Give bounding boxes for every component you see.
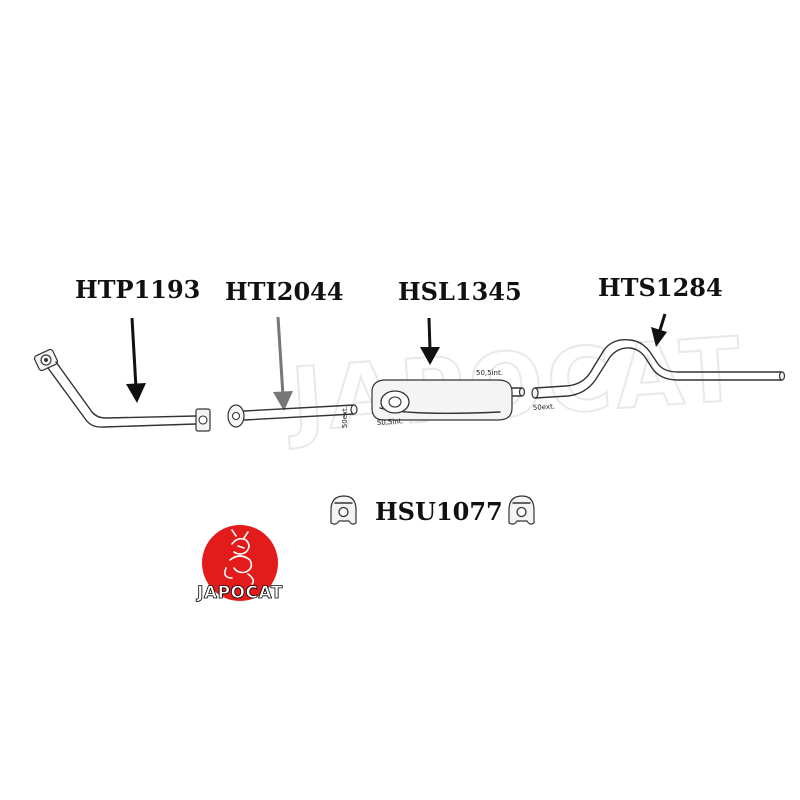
label-front-pipe[interactable]: HTP1193	[75, 275, 200, 304]
watermark-text: JAPOCAT	[283, 317, 748, 452]
arrow-tail-pipe	[651, 313, 667, 347]
silencer-drawing[interactable]: 50,5int. 50,5int.	[371, 369, 526, 427]
label-silencer[interactable]: HSL1345	[398, 277, 522, 306]
label-mounting[interactable]: HSU1077	[375, 497, 503, 526]
japocat-logo: JAPOCAT	[196, 525, 283, 603]
arrow-silencer	[420, 317, 440, 365]
label-tail-pipe[interactable]: HTS1284	[598, 273, 723, 302]
mounting-rubber-right[interactable]	[508, 495, 535, 525]
mounting-rubber-left[interactable]	[330, 495, 357, 525]
intermediate-pipe-drawing[interactable]: 50ext.	[227, 404, 358, 428]
label-intermediate-pipe[interactable]: HTI2044	[225, 277, 344, 306]
dimension-tail-inlet: 50ext.	[533, 402, 556, 412]
dimension-intermediate-outlet: 50ext.	[341, 406, 349, 428]
arrow-intermediate-pipe	[273, 316, 293, 411]
logo-text: JAPOCAT	[196, 583, 283, 603]
cat-icon	[224, 529, 255, 585]
dimension-silencer-inlet: 50,5int.	[377, 417, 404, 427]
front-pipe-drawing[interactable]	[33, 348, 211, 432]
tail-pipe-drawing[interactable]: 50ext.	[531, 339, 786, 412]
dimension-silencer-outlet: 50,5int.	[476, 369, 503, 377]
arrow-front-pipe	[126, 317, 146, 403]
